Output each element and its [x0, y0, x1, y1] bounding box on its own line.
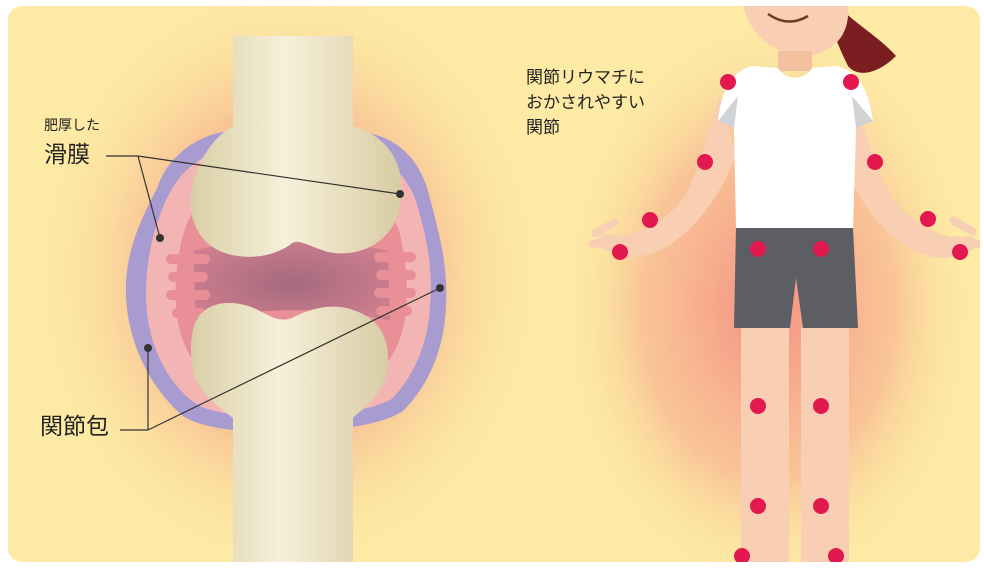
joint-dot-right-wrist [920, 211, 936, 227]
joint-dot-left-hip [750, 241, 766, 257]
capsule-caption: 関節包 [40, 414, 109, 440]
joint-dot-right-ankle [813, 498, 829, 514]
joint-dot-left-ankle [750, 498, 766, 514]
joint-dot-right-hand [952, 244, 968, 260]
joint-dot-right-knee [813, 398, 829, 414]
joint-dot-left-elbow [697, 154, 713, 170]
joint-dot-left-wrist [642, 212, 658, 228]
body-caption-line1: 関節リウマチに [526, 66, 645, 91]
illustration [8, 6, 980, 562]
joint-dot-right-hip [813, 241, 829, 257]
synovium-caption-small: 肥厚した [44, 118, 100, 134]
shirt [718, 66, 873, 231]
joint-dot-left-knee [750, 398, 766, 414]
body-caption-line3: 関節 [526, 116, 560, 141]
right-leg [801, 328, 849, 562]
background-panel: 肥厚した 滑膜 関節包 関節リウマチに おかされやすい 関節 [8, 6, 980, 562]
neck [778, 51, 812, 71]
joint-dot-left-shoulder [720, 74, 736, 90]
synovium-caption: 滑膜 [44, 142, 90, 168]
body-caption-line2: おかされやすい [526, 91, 645, 116]
joint-dot-right-shoulder [843, 74, 859, 90]
joint-dot-left-hand [612, 244, 628, 260]
joint-dot-right-elbow [867, 154, 883, 170]
left-leg [741, 328, 789, 562]
